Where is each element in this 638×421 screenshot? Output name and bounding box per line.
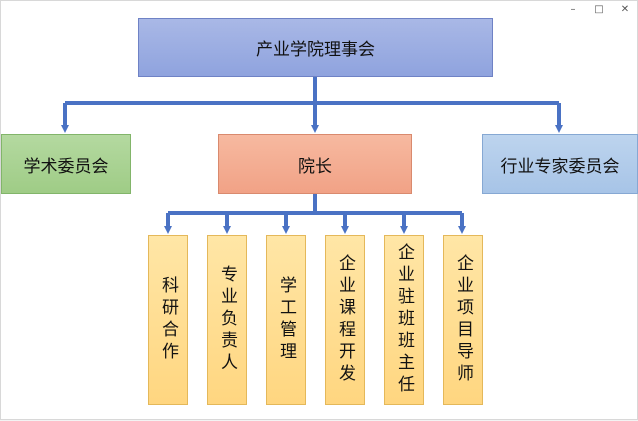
sub-unit-project-mentor: 企业项目导师 — [443, 235, 483, 405]
maximize-icon[interactable]: □ — [594, 4, 604, 15]
close-icon[interactable]: ✕ — [620, 4, 630, 15]
industry-committee-node: 行业专家委员会 — [482, 134, 638, 194]
academic-committee-node: 学术委员会 — [1, 134, 131, 194]
sub-unit-program-lead: 专业负责人 — [207, 235, 247, 405]
dean-node: 院长 — [218, 134, 412, 194]
sub-unit-class-advisor: 企业驻班班主任 — [384, 235, 424, 405]
sub-unit-student-affairs: 学工管理 — [266, 235, 306, 405]
board-node: 产业学院理事会 — [138, 18, 493, 77]
sub-unit-research-cooperation: 科研合作 — [148, 235, 188, 405]
window-controls: – □ ✕ — [567, 3, 631, 17]
minimize-icon[interactable]: – — [570, 4, 576, 15]
sub-unit-course-development: 企业课程开发 — [325, 235, 365, 405]
